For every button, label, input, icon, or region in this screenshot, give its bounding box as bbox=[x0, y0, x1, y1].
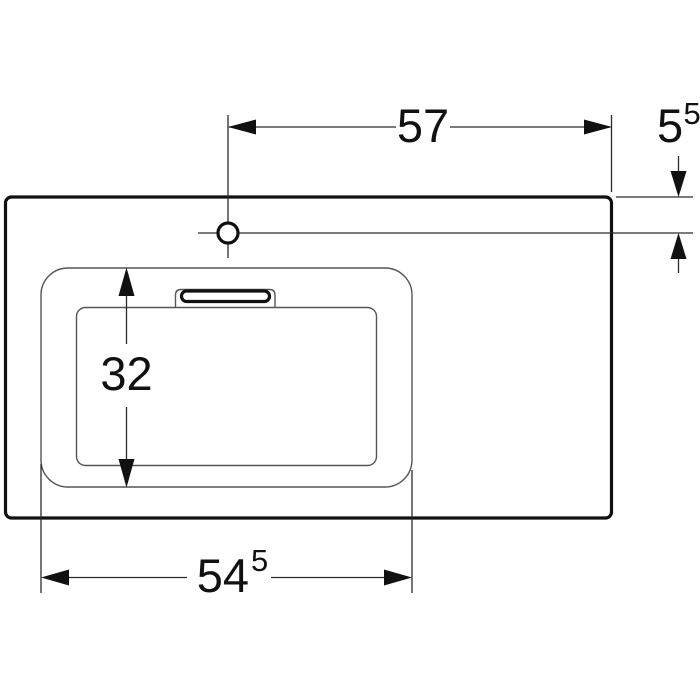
dimension-5-5-arrow-down bbox=[670, 171, 687, 197]
dimension-57-arrow-right bbox=[584, 119, 612, 135]
dimension-54-5-arrow-left bbox=[41, 569, 69, 586]
dimension-5-5-arrow-up bbox=[670, 233, 687, 259]
dimension-57-arrow-left bbox=[228, 119, 256, 135]
dimension-32-arrow-up bbox=[118, 267, 135, 296]
basin bbox=[40, 267, 413, 488]
dimension-57-label: 57 bbox=[397, 99, 449, 152]
dimension-5-5-label-main: 5 bbox=[657, 99, 683, 152]
overflow-slot bbox=[179, 289, 272, 304]
tap-hole bbox=[198, 115, 693, 258]
dimension-54-5-label-main: 54 bbox=[197, 549, 249, 602]
dimension-54-5-arrow-right bbox=[384, 569, 412, 586]
basin-outer-outline bbox=[40, 267, 413, 488]
dimension-5-5: 5 5 bbox=[616, 96, 700, 273]
basin-inner-outline bbox=[75, 306, 378, 467]
dimension-54-5-label-superscript: 5 bbox=[251, 543, 268, 578]
dimension-5-5-label-superscript: 5 bbox=[684, 96, 700, 131]
dimension-32: 32 bbox=[100, 267, 153, 488]
tap-hole-circle bbox=[216, 221, 240, 245]
dimension-57: 57 bbox=[228, 99, 613, 192]
dimension-32-label: 32 bbox=[100, 347, 152, 400]
dimension-32-arrow-down bbox=[118, 459, 135, 488]
dimension-54-5: 54 5 bbox=[40, 464, 413, 602]
